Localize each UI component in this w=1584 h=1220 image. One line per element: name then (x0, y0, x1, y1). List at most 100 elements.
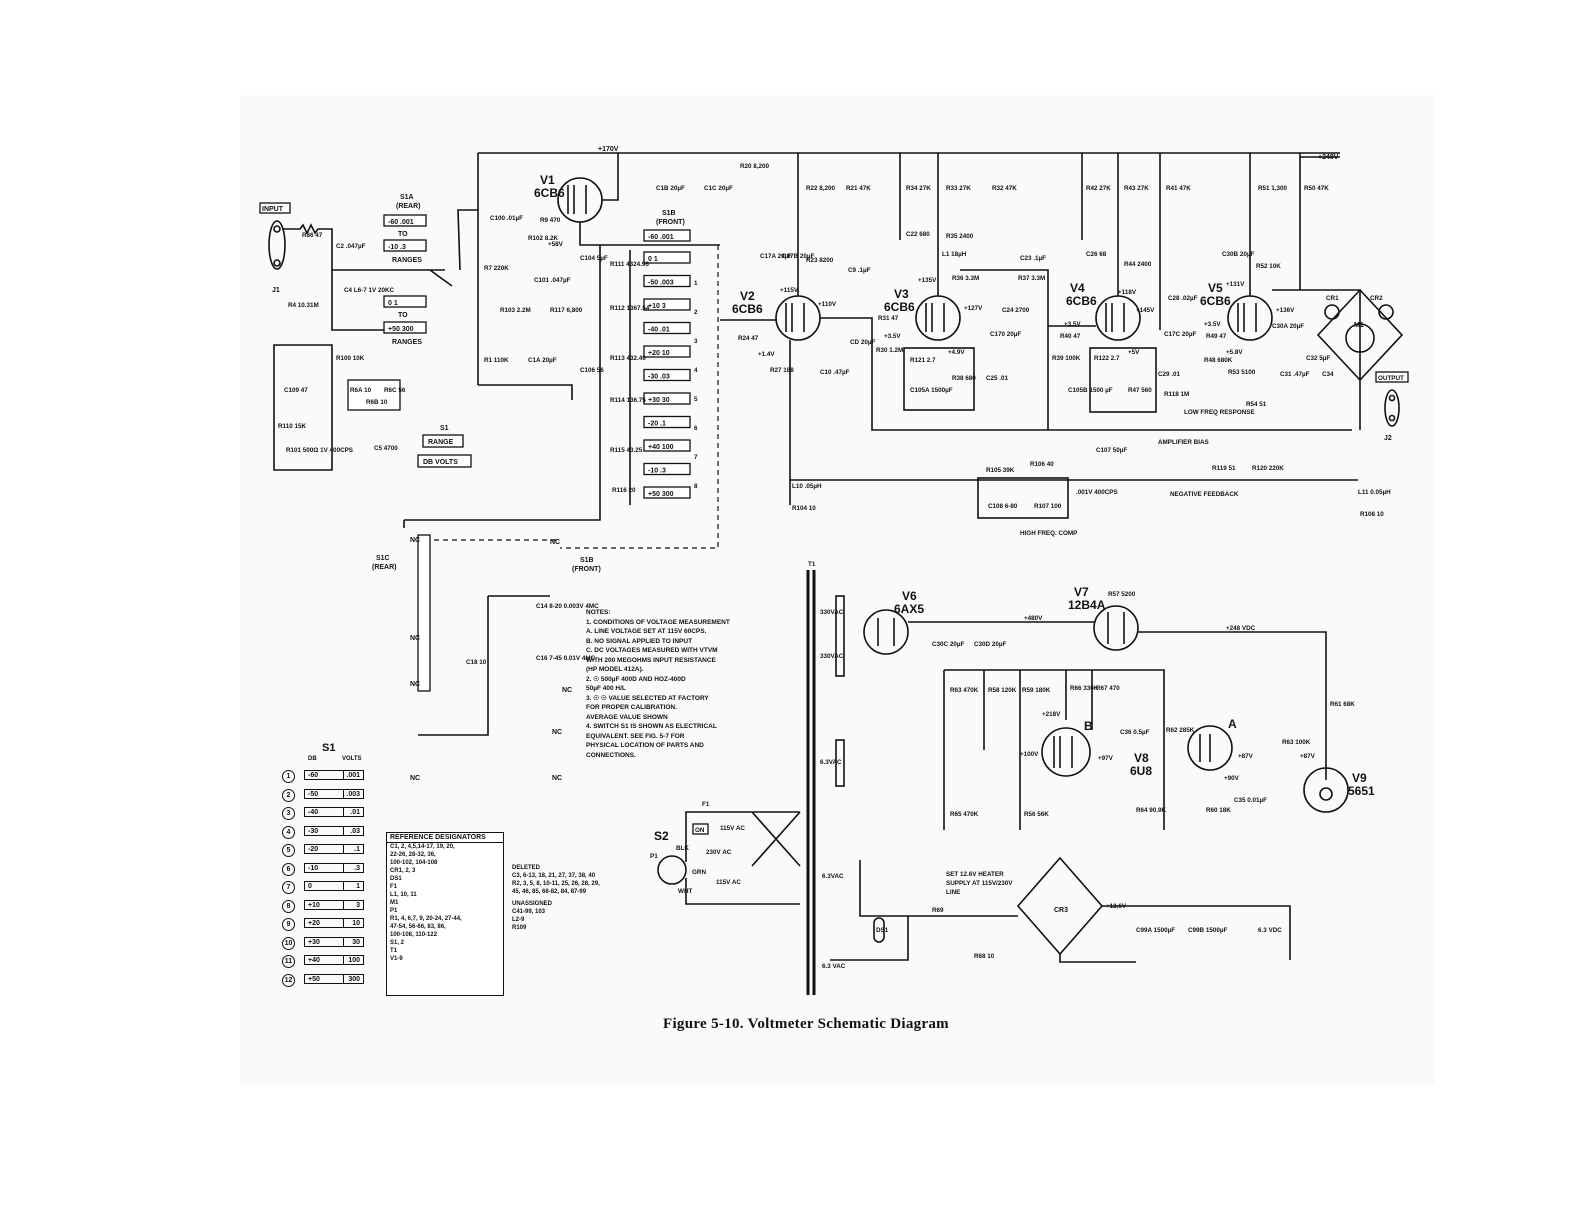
s1b-position-box (643, 462, 691, 476)
ds1-lamp (873, 917, 885, 943)
v2-cathode-line (789, 340, 1358, 505)
range-box[interactable] (422, 434, 464, 448)
s1b-sub: (FRONT) (656, 219, 685, 226)
s1-position-number: 8 (282, 899, 295, 913)
r104-label: R104 10 (792, 505, 816, 512)
v4-type: 6CB6 (1066, 294, 1097, 308)
note-line: 3. ☉ ☉ VALUE SELECTED AT FACTORY (586, 694, 709, 702)
c104-label: C104 5µF (580, 255, 608, 262)
r66-label: R66 330K (1070, 685, 1099, 692)
attenuator-loop (273, 344, 333, 471)
r31-label: R31 47 (878, 315, 899, 322)
s1b-bottom-sub: (FRONT) (572, 566, 601, 573)
t1-label: T1 (808, 561, 816, 568)
s1-table-row: 6-10.3 (282, 862, 372, 876)
s1-volts-value: 100 (324, 955, 364, 965)
j1-connector[interactable] (268, 220, 286, 270)
input-box (259, 202, 291, 214)
r59-label: R59 180K (1022, 687, 1051, 694)
note-line: WITH 200 MEGOHMS INPUT RESISTANCE (586, 656, 716, 664)
c35-label: C35 0.01µF (1234, 797, 1267, 804)
r27-label: R27 188 (770, 367, 794, 374)
line-switch-wiring (685, 811, 801, 905)
v-135-label: +135V (918, 277, 937, 284)
v330a-label: 330VAC (820, 609, 844, 616)
note-line: PHYSICAL LOCATION OF PARTS AND (586, 742, 704, 749)
v-5-label: +5V (1128, 349, 1140, 356)
r36-label: R36 3.3M (952, 275, 979, 282)
s1c-nc4: NC (410, 775, 420, 782)
r68-label: R68 10 (974, 953, 995, 960)
v9-name: V9 (1352, 771, 1367, 785)
regulator-network (943, 669, 1165, 830)
set-heater-2: SUPPLY AT 115V/230V (946, 880, 1013, 887)
note-line: A. LINE VOLTAGE SET AT 115V 60CPS. (586, 628, 707, 635)
db-volts-box[interactable] (417, 454, 472, 468)
c2-label: C2 .047µF (336, 243, 366, 250)
r39-label: R39 100K (1052, 355, 1081, 362)
v6-type: 6AX5 (894, 602, 924, 616)
r63-label: R63 470K (950, 687, 979, 694)
b-plus-480-label: +480V (1024, 615, 1043, 622)
unassigned-title: UNASSIGNED (512, 901, 553, 907)
c9-label: C9 .1µF (848, 267, 871, 274)
v7-tube (1093, 605, 1139, 651)
p1-label: P1 (650, 853, 658, 860)
b-plus-rail (477, 152, 1340, 385)
r49-label: R49 47 (1206, 333, 1227, 340)
c106-label: C106 56 (580, 367, 604, 374)
v2-wiring (720, 153, 1352, 431)
r34-label: R34 27K (906, 185, 931, 192)
s1-position-number: 11 (282, 955, 295, 968)
v330b-label: 330VAC (820, 653, 844, 660)
j2-connector[interactable] (1384, 389, 1400, 427)
cr3-label: CR3 (1054, 907, 1068, 914)
s1b-position-label: -10 .3 (648, 468, 666, 475)
r62-label: R62 285K (1166, 727, 1195, 734)
s1a-label: S1A (400, 194, 414, 201)
r54-label: R54 51 (1246, 401, 1267, 408)
v4-name: V4 (1070, 281, 1085, 295)
c30a-label: C30A 20µF (1272, 323, 1304, 330)
f1-label: F1 (702, 801, 710, 808)
r102-label: R102 8.2K (528, 235, 559, 242)
r64-label: R64 90.9K (1136, 807, 1167, 814)
s1b-contact-number: 1 (694, 280, 698, 287)
s1-volts-value: .01 (324, 807, 364, 817)
v4-cathode-network (1089, 347, 1157, 413)
s1-volts-value: .001 (324, 770, 364, 780)
ac115-label: 115V AC (720, 825, 745, 832)
s1a-switch-arm[interactable] (429, 209, 478, 287)
note-line: EQUIVALENT. SEE FIG. 5-7 FOR (586, 732, 685, 740)
r110-label: R110 15K (278, 423, 306, 430)
v4-wiring (1048, 153, 1161, 330)
c1c-label: C1C 20µF (704, 185, 733, 192)
s1b-position-box (643, 274, 691, 288)
v5-name: V5 (1208, 281, 1223, 295)
c29-label: C29 .01 (1158, 371, 1181, 378)
s1-position-number: 9 (282, 918, 295, 931)
r22-label: R22 8,200 (806, 185, 836, 192)
cr1-label: CR1 (1326, 295, 1339, 302)
s1a-range-top-box (383, 214, 427, 227)
note-line: B. NO SIGNAL APPLIED TO INPUT (586, 637, 693, 645)
s1a-range2-top-box (383, 295, 427, 308)
c32-label: C32 5µF (1306, 355, 1330, 362)
nc-6: NC (552, 775, 562, 782)
s1c-nc3: NC (410, 681, 420, 688)
amp-bias-label: AMPLIFIER BIAS (1158, 439, 1209, 446)
neg-feedback-label: NEGATIVE FEEDBACK (1170, 491, 1239, 498)
s1-table-title: S1 (322, 742, 336, 754)
r50-label: R50 47K (1304, 185, 1329, 192)
r58-label: R58 120K (988, 687, 1017, 694)
r111-label: R111 4324.96 (610, 261, 649, 268)
note-line: 1. CONDITIONS OF VOLTAGE MEASUREMENT (586, 618, 730, 626)
r48-label: R48 680K (1204, 357, 1233, 364)
v2-name: V2 (740, 289, 755, 303)
refdes-line: L1, 10, 11 (390, 892, 417, 898)
s2-switch[interactable] (657, 855, 687, 885)
